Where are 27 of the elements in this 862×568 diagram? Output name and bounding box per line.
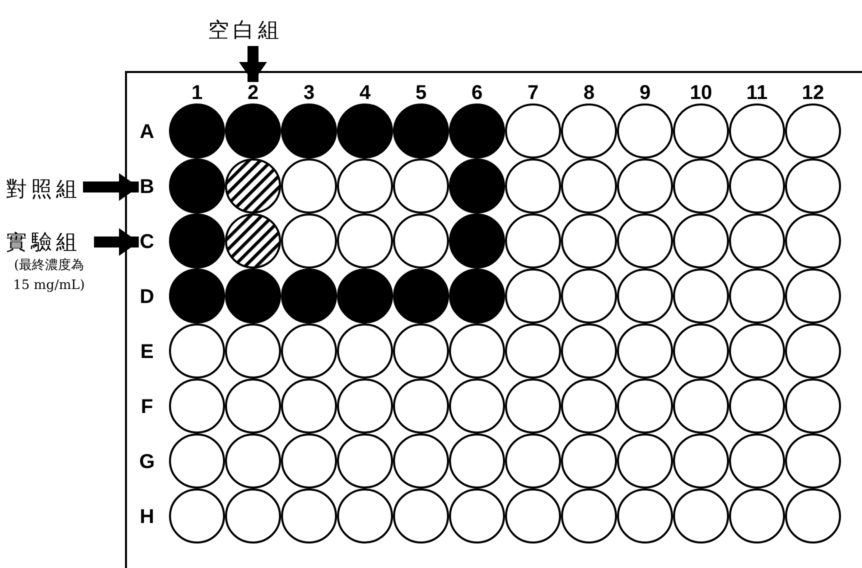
- column-number: 10: [690, 83, 712, 103]
- row-letter: D: [140, 287, 154, 307]
- row-letter: A: [140, 122, 154, 142]
- arrow: [83, 173, 139, 201]
- row-letter: E: [140, 342, 154, 362]
- column-number: 6: [471, 83, 483, 103]
- group-label: 空白組: [208, 17, 283, 44]
- column-number: 9: [639, 83, 651, 103]
- arrow: [94, 228, 139, 256]
- row-letter: G: [139, 452, 155, 472]
- column-number: 1: [191, 83, 203, 103]
- concentration-note: (最終濃度為15 mg/mL): [12, 257, 86, 295]
- column-number: 5: [415, 83, 427, 103]
- column-number: 12: [802, 83, 824, 103]
- row-letter: B: [140, 177, 154, 197]
- column-number: 2: [247, 83, 259, 103]
- column-number: 8: [583, 83, 595, 103]
- row-letter: F: [140, 397, 154, 417]
- arrow: [239, 46, 267, 82]
- column-number: 3: [303, 83, 315, 103]
- row-letter: H: [140, 507, 154, 527]
- column-number: 4: [359, 83, 371, 103]
- column-number: 7: [527, 83, 539, 103]
- row-letter: C: [140, 232, 154, 252]
- group-label: 實驗組: [6, 229, 82, 256]
- column-number: 11: [746, 83, 768, 103]
- group-label: 對照組: [6, 176, 81, 203]
